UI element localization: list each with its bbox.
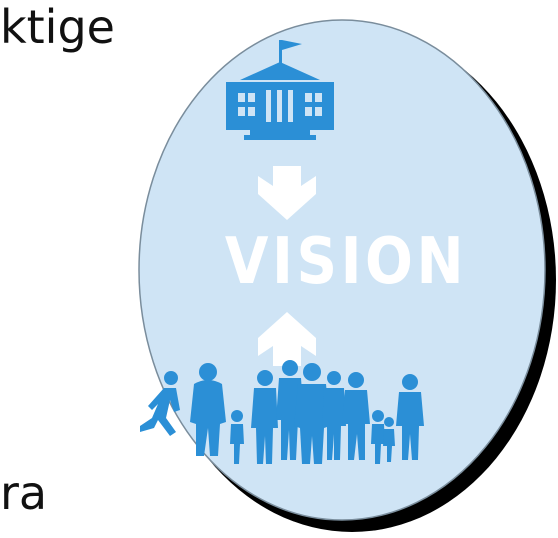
- cropped-text-bottom: ra: [0, 466, 48, 520]
- badge-circle: [138, 19, 546, 521]
- people-crowd-icon: [140, 360, 424, 464]
- government-building-icon: [226, 40, 334, 140]
- vision-badge: VISION: [130, 8, 558, 538]
- arrow-down-icon: [258, 166, 316, 220]
- vision-badge-graphic: [138, 19, 556, 532]
- cropped-text-top: ktige: [0, 0, 115, 54]
- vision-label: VISION: [224, 225, 468, 299]
- arrow-up-icon: [258, 312, 316, 366]
